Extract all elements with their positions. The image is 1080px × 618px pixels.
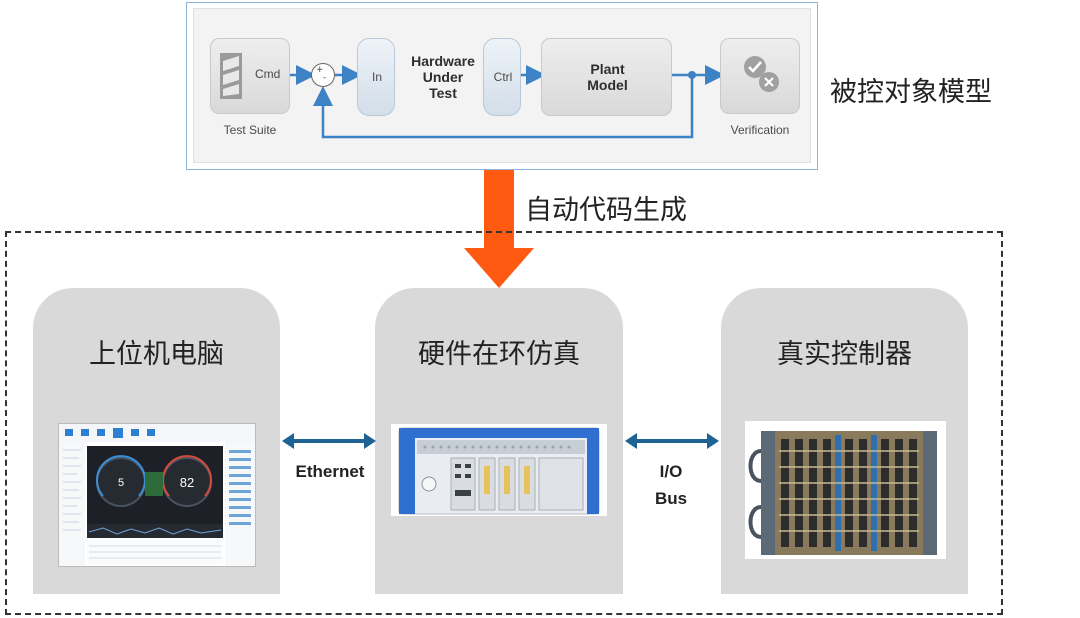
- test-suite-icon: [220, 53, 242, 99]
- controller-board-picture: [748, 431, 937, 555]
- plant-model-label: Plant Model: [587, 61, 628, 93]
- signal-wires: [290, 65, 725, 139]
- hil-chassis-image: [391, 424, 607, 516]
- host-pc-software-image: 5 82: [59, 424, 255, 566]
- verification-icon: [744, 56, 779, 92]
- in-block: In: [357, 38, 395, 116]
- sum-minus-sign: -: [323, 73, 327, 83]
- test-suite-label: Test Suite: [223, 123, 277, 137]
- controller-image: [745, 421, 946, 559]
- plant-model-block: Plant Model: [541, 38, 672, 116]
- code-generation-label: 自动代码生成: [525, 195, 687, 226]
- sum-junction: + -: [311, 63, 335, 87]
- code-generation-arrow: [464, 170, 534, 288]
- real-controller-title: 真实控制器: [777, 339, 912, 370]
- in-label: In: [371, 70, 382, 84]
- plant-model-diagram: Cmd Test Suite + - In Hardware Under Tes…: [186, 2, 818, 170]
- io-bus-link-arrow: [625, 433, 719, 449]
- ctrl-block: Ctrl: [483, 38, 521, 116]
- real-controller-card: 真实控制器: [721, 288, 968, 594]
- hil-system-frame: [5, 231, 1003, 615]
- screen-left-gauge-value: 5: [118, 477, 124, 489]
- host-pc-title: 上位机电脑: [89, 339, 224, 370]
- ethernet-link-arrow: [282, 433, 376, 449]
- hil-simulator-card: 硬件在环仿真: [375, 288, 623, 594]
- verification-label: Verification: [730, 123, 790, 137]
- sum-plus-sign: +: [316, 65, 324, 75]
- test-suite-block: Cmd: [210, 38, 290, 114]
- screen-right-gauge-value: 82: [180, 475, 194, 490]
- hardware-under-test-label: Hardware Under Test: [411, 53, 475, 101]
- host-pc-screenshot: 5 82: [58, 423, 256, 567]
- hil-chassis-picture: [398, 427, 600, 515]
- cmd-label: Cmd: [255, 67, 281, 81]
- diagram-canvas: Cmd Test Suite + - In Hardware Under Tes…: [193, 8, 811, 163]
- ctrl-label: Ctrl: [493, 70, 513, 84]
- plant-model-side-label: 被控对象模型: [830, 77, 992, 108]
- hil-simulator-title: 硬件在环仿真: [418, 339, 580, 370]
- verification-block: [720, 38, 800, 114]
- ethernet-label: Ethernet: [295, 462, 365, 481]
- io-bus-label: I/O Bus: [654, 462, 688, 508]
- host-pc-card: 上位机电脑 5 82: [33, 288, 280, 594]
